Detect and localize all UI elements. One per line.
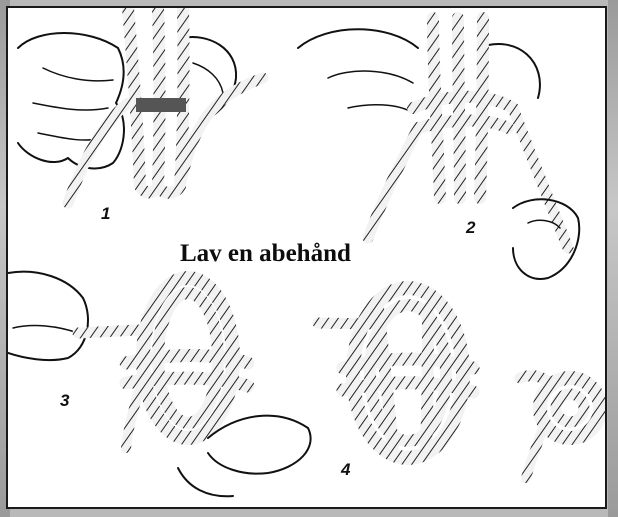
step-1-drawing [18,8,263,203]
background-strip-right [608,0,618,517]
step-4-drawing [318,288,473,458]
step-label-3: 3 [60,391,69,411]
step-label-1: 1 [101,204,110,224]
illustration-frame: Lav en abehånd 1 2 3 4 [6,6,607,509]
step-3-drawing [8,272,311,497]
step-label-2: 2 [466,218,475,238]
illustration-title: Lav en abehånd [180,240,351,268]
step-label-4: 4 [341,460,350,480]
finished-knot-drawing [520,376,600,478]
